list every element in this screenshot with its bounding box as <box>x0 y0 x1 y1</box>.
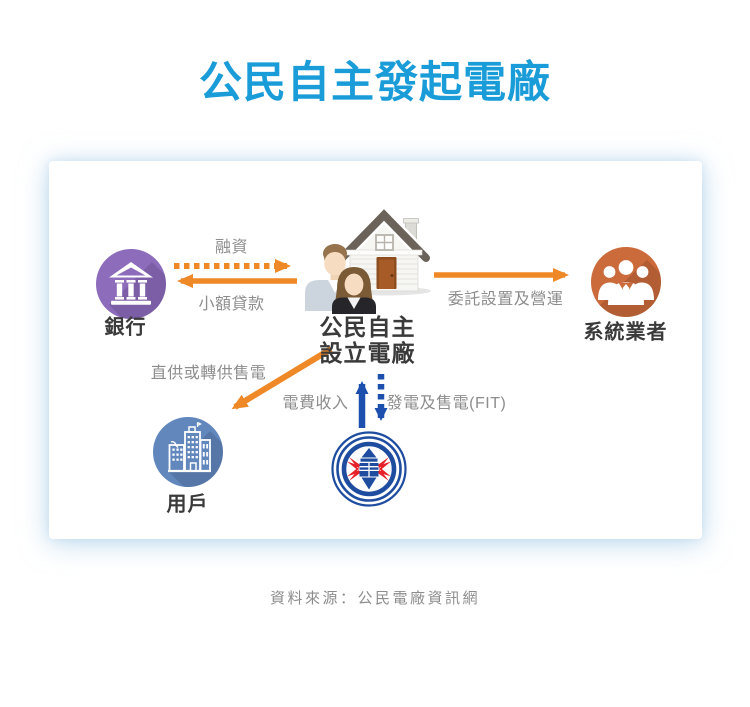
direct-supply-arrow <box>231 346 333 410</box>
city-buildings-icon <box>167 421 211 473</box>
window <box>374 234 394 251</box>
bank-building-icon <box>108 262 153 305</box>
financing-label: 融資 <box>214 239 249 256</box>
door <box>376 257 396 289</box>
woman-figure <box>331 267 376 314</box>
bank-label: 銀行 <box>104 316 147 339</box>
lightning-bolts <box>346 457 391 481</box>
taipower-logo <box>330 431 407 507</box>
citizen-plant-label: 公民自主 設立電廠 <box>319 314 416 366</box>
page-title: 公民自主發起電廠 <box>199 59 551 107</box>
people-group-icon <box>597 260 654 305</box>
commission-label: 委託設置及營運 <box>447 291 564 308</box>
house-and-couple-illustration <box>304 205 432 314</box>
micro-loan-label: 小額貸款 <box>198 296 265 313</box>
income-label: 電費收入 <box>282 395 349 412</box>
source-note: 資料來源：公民電廠資訊網 <box>269 590 480 607</box>
system-operator-node <box>590 247 661 317</box>
direct-supply-label: 直供或轉供售電 <box>150 365 267 382</box>
fit-sale-label: 發電及售電(FIT) <box>386 395 507 412</box>
roof <box>337 209 430 262</box>
diagram-graphics <box>95 205 661 507</box>
diagram-card: 融資 小額貸款 銀行 公民自主 設立電廠 委託設置及營運 系統業者 直供或轉供售… <box>48 161 702 539</box>
users-node <box>152 417 223 487</box>
operator-label: 系統業者 <box>583 321 668 344</box>
users-label: 用戶 <box>166 493 209 516</box>
